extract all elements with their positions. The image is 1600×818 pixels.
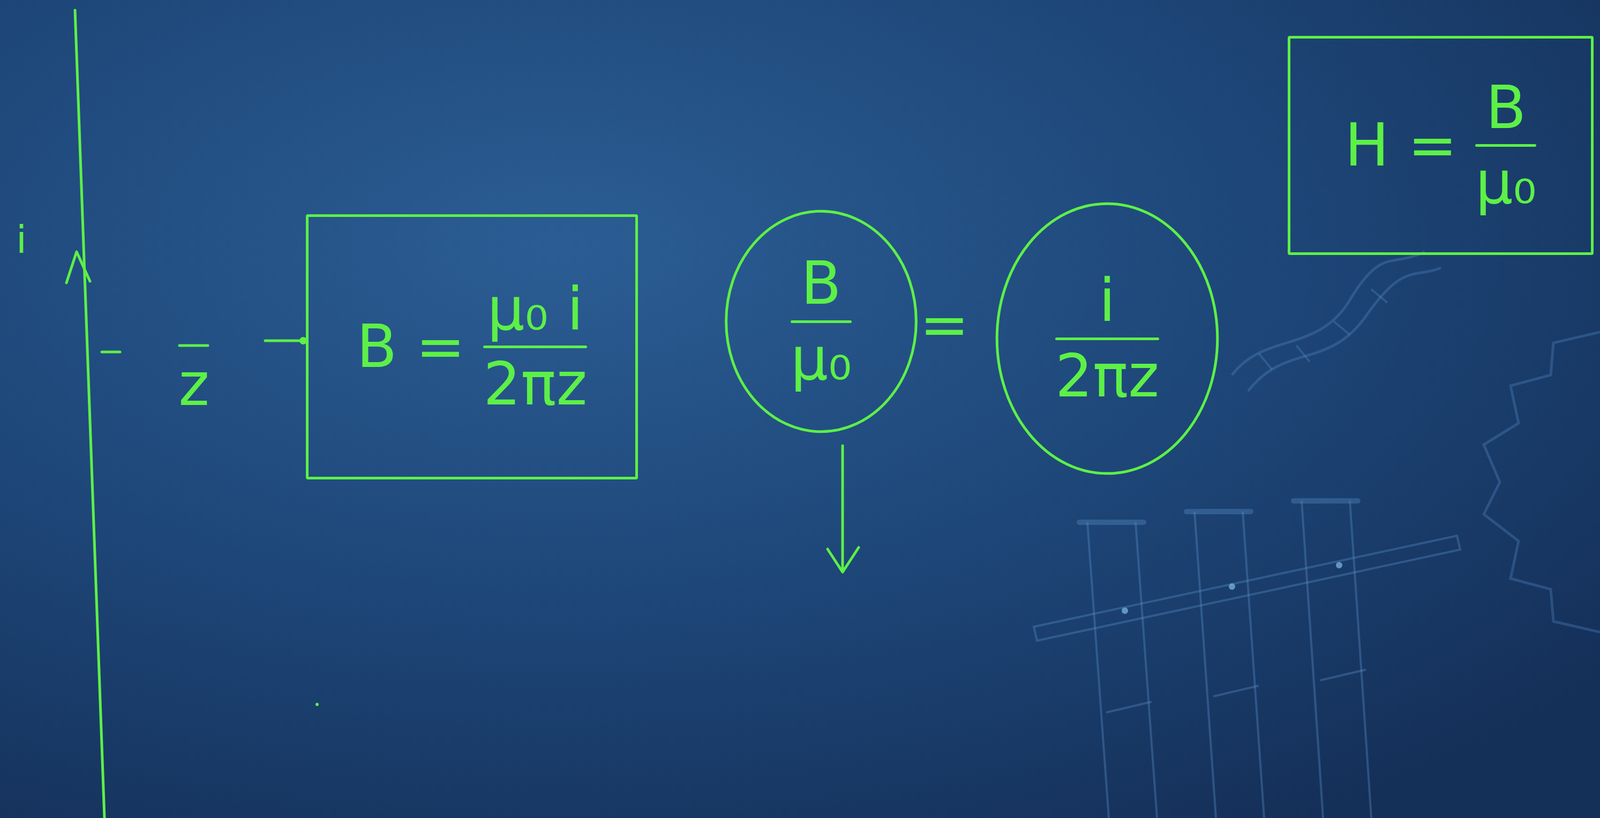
fraction: Bμ₀ — [1475, 74, 1537, 216]
glow-dot — [1335, 561, 1343, 569]
glow-dot — [1228, 583, 1236, 590]
pointer-line — [265, 339, 299, 343]
gear-outline — [1483, 332, 1600, 633]
formula-box: H = Bμ₀ — [1287, 35, 1594, 255]
formula: B = μ₀ i 2πz — [356, 276, 588, 418]
equals-sign: = — [919, 292, 969, 358]
distance-dash — [179, 344, 208, 348]
formula-lead: B = — [356, 313, 466, 380]
fraction-bar — [483, 345, 588, 349]
current-label: i — [16, 218, 27, 261]
current-wire — [74, 10, 105, 818]
formula-box: B = μ₀ i 2πz — [305, 214, 638, 480]
current-arrow — [66, 251, 90, 283]
fraction-bar — [1055, 337, 1160, 341]
chalk-dot — [315, 702, 319, 706]
numerator: i — [1099, 267, 1116, 334]
formula: H = Bμ₀ — [1345, 74, 1537, 216]
formula-lead: H = — [1345, 112, 1458, 179]
fraction: i 2πz — [1055, 267, 1160, 409]
dna-strand — [1232, 251, 1425, 375]
numerator: B — [800, 250, 841, 317]
denominator: μ₀ — [790, 326, 852, 393]
fraction-bar — [1475, 144, 1537, 147]
test-tubes — [1087, 500, 1372, 818]
formula-circle: Bμ₀ — [724, 208, 919, 434]
glow-dot — [1121, 607, 1129, 614]
distance-label: z — [178, 352, 210, 418]
denominator: μ₀ — [1475, 149, 1537, 216]
formula: Bμ₀ — [790, 250, 852, 392]
formula-circle: i 2πz — [994, 200, 1220, 477]
distance-dash — [101, 350, 120, 354]
dna-rungs — [1258, 289, 1388, 370]
tube-liquid — [1106, 669, 1366, 713]
circle-outline — [726, 211, 917, 432]
formula: i 2πz — [1055, 267, 1160, 409]
numerator: B — [1485, 74, 1527, 141]
denominator: 2πz — [483, 351, 588, 418]
dna-strand — [1248, 267, 1441, 392]
fraction-bar — [790, 320, 852, 323]
fraction: Bμ₀ — [790, 250, 852, 392]
circle-outline — [996, 203, 1218, 474]
denominator: 2πz — [1055, 343, 1160, 410]
numerator: μ₀ i — [487, 276, 584, 343]
down-arrow — [827, 445, 859, 573]
fraction: μ₀ i 2πz — [483, 276, 588, 418]
tube-rims — [1079, 500, 1358, 523]
